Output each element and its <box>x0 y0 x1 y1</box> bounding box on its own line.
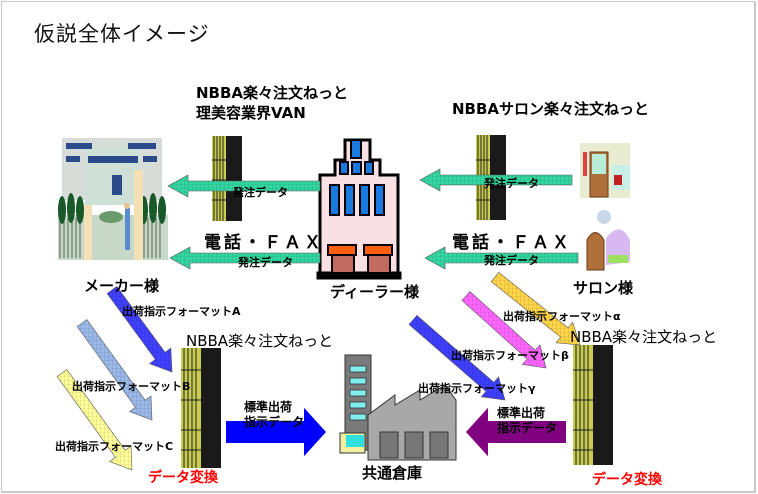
data-conversion-left: データ変換 <box>148 470 218 486</box>
warehouse-icon <box>339 354 457 461</box>
salon-label: サロン様 <box>573 279 634 297</box>
page-title: 仮説全体イメージ <box>34 22 210 46</box>
salon-icon <box>580 143 630 271</box>
salon-server-label: NBBAサロン楽々注文ねっと <box>452 100 650 118</box>
server-van-icon <box>212 136 242 221</box>
standard-left-line1: 標準出荷 <box>244 400 293 414</box>
left-server-label: NBBA楽々注文ねっと <box>186 332 334 350</box>
standard-arrow-left <box>226 407 326 457</box>
format-beta-arrow-pattern <box>461 291 546 368</box>
standard-arrow-right <box>466 407 566 457</box>
standard-right-line2: 指示データ <box>497 421 558 435</box>
van-server-label-line1: NBBA楽々注文ねっと <box>196 84 349 102</box>
phone-fax-right-label: 電話・ＦＡＸ <box>452 233 572 253</box>
format-b-label: 出荷指示フォーマットB <box>72 380 191 393</box>
format-a-label: 出荷指示フォーマットA <box>122 305 241 318</box>
factory-campus-icon <box>58 138 168 260</box>
order-arrow-dealer-to-maker-top-pattern <box>168 175 320 197</box>
format-gamma-label: 出荷指示フォーマットγ <box>418 382 536 395</box>
format-alpha-label: 出荷指示フォーマットα <box>503 310 621 323</box>
right-server-label: NBBA楽々注文ねっと <box>570 328 718 346</box>
dealer-label: ディーラー様 <box>330 283 419 301</box>
phone-fax-left-label: 電話・ＦＡＸ <box>204 233 324 253</box>
data-conversion-right: データ変換 <box>592 472 662 488</box>
order-data-label: 発注データ <box>484 177 539 190</box>
server-right-bottom-icon <box>573 345 613 465</box>
order-arrow-dealer-to-maker-bottom-pattern <box>170 247 320 269</box>
order-data-label: 発注データ <box>233 186 288 199</box>
format-c-label: 出荷指示フォーマットC <box>55 440 174 453</box>
maker-label: メーカー様 <box>84 277 160 295</box>
format-beta-label: 出荷指示フォーマットβ <box>451 349 569 362</box>
van-server-label-line2: 理美容業界VAN <box>196 104 306 122</box>
format-b-arrow-pattern <box>77 319 152 420</box>
order-arrow-salon-to-dealer-bottom-pattern <box>425 247 578 269</box>
format-alpha-arrow-pattern <box>491 272 580 345</box>
order-data-label: 発注データ <box>238 256 293 269</box>
standard-left-line2: 指示データ <box>244 415 305 429</box>
standard-right-line1: 標準出荷 <box>497 406 546 420</box>
format-gamma-arrow-pattern <box>409 315 505 400</box>
order-arrow-salon-to-dealer-top-pattern <box>420 169 572 191</box>
format-c-arrow-pattern <box>57 369 133 470</box>
dealer-windows <box>329 139 385 216</box>
format-a-arrow-pattern <box>107 286 172 372</box>
order-data-label: 発注データ <box>484 254 539 267</box>
warehouse-label: 共通倉庫 <box>362 464 423 482</box>
server-left-bottom-icon <box>181 348 221 468</box>
